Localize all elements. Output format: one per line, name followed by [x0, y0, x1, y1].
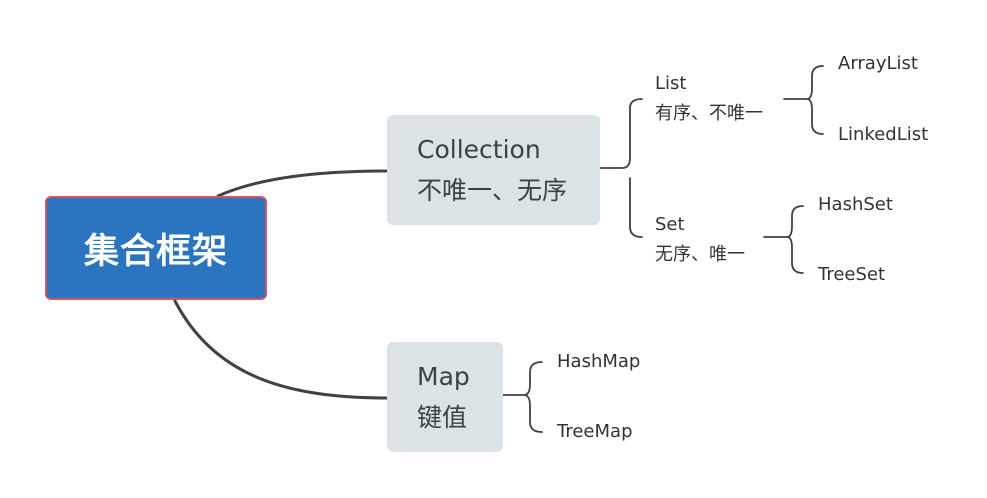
map-topic[interactable]: Map 键值 [387, 342, 503, 452]
hashmap-topic[interactable]: HashMap [557, 351, 641, 372]
set-title: Set [655, 214, 685, 235]
list-topic[interactable]: List 有序、不唯一 [655, 69, 763, 129]
collection-children-connector [599, 98, 643, 238]
list-subtitle: 有序、不唯一 [655, 103, 763, 124]
set-topic[interactable]: Set 无序、唯一 [655, 210, 745, 270]
treeset-topic[interactable]: TreeSet [818, 264, 886, 285]
root-to-map-connector [173, 299, 389, 400]
list-children-connector [783, 65, 824, 135]
linkedlist-topic[interactable]: LinkedList [838, 124, 929, 145]
list-title: List [655, 73, 687, 94]
collection-title: Collection [417, 135, 541, 164]
set-children-connector [763, 205, 804, 274]
collection-topic[interactable]: Collection 不唯一、无序 [387, 115, 600, 225]
arraylist-topic[interactable]: ArrayList [838, 53, 918, 74]
map-title: Map [417, 362, 470, 391]
root-to-collection-connector [216, 169, 389, 198]
collection-subtitle: 不唯一、无序 [417, 176, 568, 205]
root-topic-label: 集合框架 [83, 231, 228, 272]
map-children-connector [502, 361, 543, 433]
set-subtitle: 无序、唯一 [655, 244, 745, 265]
hashset-topic[interactable]: HashSet [818, 194, 893, 215]
map-subtitle: 键值 [417, 403, 468, 432]
treemap-topic[interactable]: TreeMap [557, 421, 633, 442]
root-topic[interactable]: 集合框架 [45, 196, 267, 300]
